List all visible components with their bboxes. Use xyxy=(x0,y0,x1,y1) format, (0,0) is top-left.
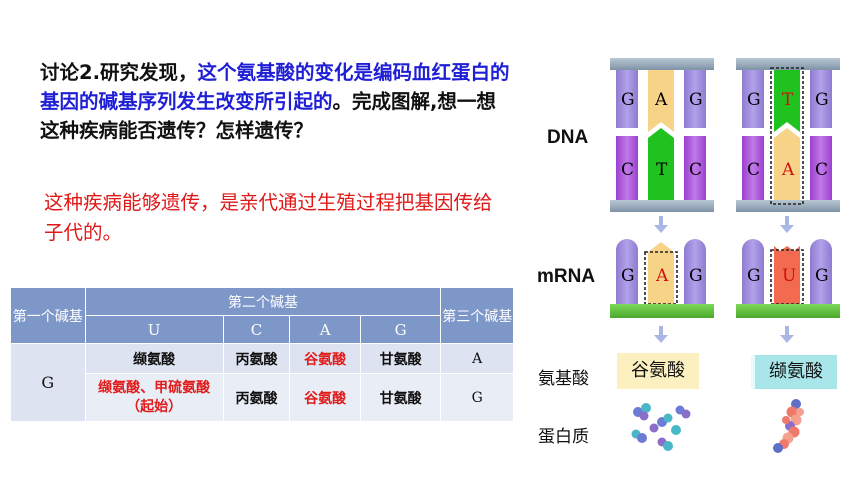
base-block-t xyxy=(774,70,800,132)
mrna-label: mRNA xyxy=(537,266,596,287)
protein-label: 蛋白质 xyxy=(538,427,589,447)
dna-label: DNA xyxy=(547,127,589,148)
base-letter: T xyxy=(656,160,668,180)
base-block xyxy=(810,70,832,128)
dna-rail xyxy=(610,200,714,212)
base-letter: G xyxy=(621,90,635,110)
arrow-icon xyxy=(654,216,668,233)
base-block-a xyxy=(648,242,674,304)
mutant-amino-acid-box: 缬氨酸 xyxy=(751,355,837,389)
base-letter: C xyxy=(621,160,635,180)
mutant-dna-top-letters: G T G xyxy=(742,84,846,114)
normal-dna-top-letters: G A G xyxy=(616,84,720,114)
base-letter: G xyxy=(747,90,761,110)
arrow-icon xyxy=(780,216,794,233)
table-cell: 缬氨酸、甲硫氨酸（起始） xyxy=(84,373,224,422)
mutation-highlight xyxy=(770,67,804,205)
base-letter: C xyxy=(747,160,761,180)
base-letter: U xyxy=(782,266,797,286)
normal-dna xyxy=(610,58,714,212)
third-base-header: 第三个碱基 xyxy=(440,287,514,344)
base-block xyxy=(616,136,638,200)
base-block xyxy=(810,136,832,200)
table-cell: 甘氨酸 xyxy=(359,373,442,422)
base-letter: G xyxy=(815,266,829,286)
mrna-backbone xyxy=(610,304,714,318)
base-letter: C xyxy=(815,160,829,180)
base-block xyxy=(684,136,706,200)
normal-mrna-letters: G A G xyxy=(616,266,720,296)
base-block xyxy=(684,239,706,304)
amino-acid-label: 氨基酸 xyxy=(538,369,589,389)
mutant-mrna xyxy=(736,239,840,318)
mrna-backbone xyxy=(736,304,840,318)
base-block-u xyxy=(774,246,800,304)
base-letter: G xyxy=(815,90,829,110)
dna-rail xyxy=(736,200,840,212)
second-base-u: U xyxy=(84,315,224,344)
base-block xyxy=(616,70,638,128)
discussion-question: 讨论2.研究发现，这个氨基酸的变化是编码血红蛋白的基因的碱基序列发生改变所引起的… xyxy=(40,58,510,145)
base-block-a xyxy=(648,70,674,132)
base-block xyxy=(742,136,764,200)
base-letter: C xyxy=(689,160,703,180)
base-block-a xyxy=(774,128,800,200)
table-cell: 丙氨酸 xyxy=(222,373,291,422)
table-cell: 丙氨酸 xyxy=(222,343,291,374)
third-base-value: G xyxy=(440,373,514,422)
mutant-dna-bottom-letters: C A C xyxy=(742,156,846,186)
normal-amino-acid-box: 谷氨酸 xyxy=(617,353,699,389)
dna-rail xyxy=(736,58,840,70)
base-letter: G xyxy=(621,266,635,286)
question-suffix: 。完成图解,想一想这种疾病能否遗传？怎样遗传？ xyxy=(40,90,496,142)
arrow-icon xyxy=(780,326,794,343)
mutant-protein-icon xyxy=(773,399,804,453)
arrow-icon xyxy=(654,326,668,343)
base-letter: T xyxy=(782,90,794,110)
base-block-t xyxy=(648,128,674,200)
base-letter: G xyxy=(689,90,703,110)
base-block xyxy=(616,239,638,304)
normal-protein-icon xyxy=(631,403,691,451)
table-cell: 谷氨酸 xyxy=(289,343,361,374)
mutant-mrna-letters: G U G xyxy=(742,266,846,296)
second-base-g: G xyxy=(359,315,442,344)
question-prefix: 讨论2.研究发现， xyxy=(40,61,198,84)
question-highlight: 这个氨基酸的变化是编码血红蛋白的基因的碱基序列发生改变所引起的 xyxy=(40,61,510,113)
base-letter: G xyxy=(747,266,761,286)
second-base-header: 第二个碱基 xyxy=(84,287,442,316)
dna-rail xyxy=(610,58,714,70)
base-letter: A xyxy=(656,266,669,286)
answer-text: 这种疾病能够遗传，是亲代通过生殖过程把基因传给子代的。 xyxy=(44,191,493,244)
first-base-header: 第一个碱基 xyxy=(10,287,86,344)
table-cell: 缬氨酸 xyxy=(84,343,224,374)
first-base-value: G xyxy=(10,343,86,422)
mutation-diagram xyxy=(610,58,840,453)
second-base-c: C xyxy=(222,315,291,344)
table-cell: 甘氨酸 xyxy=(359,343,442,374)
second-base-a: A xyxy=(289,315,361,344)
base-letter: G xyxy=(689,266,703,286)
base-block xyxy=(810,239,832,304)
base-letter: A xyxy=(655,90,668,110)
base-block xyxy=(742,70,764,128)
base-letter: A xyxy=(782,160,795,180)
normal-mrna xyxy=(610,239,714,318)
mutant-dna xyxy=(736,58,840,212)
table-cell: 谷氨酸 xyxy=(289,373,361,422)
codon-table: 第一个碱基 第二个碱基 第三个碱基 U C A G G 缬氨酸 丙氨酸 谷氨酸 … xyxy=(10,287,514,422)
base-block xyxy=(742,239,764,304)
base-block xyxy=(684,70,706,128)
normal-dna-bottom-letters: C T C xyxy=(616,156,720,186)
third-base-value: A xyxy=(440,343,514,374)
